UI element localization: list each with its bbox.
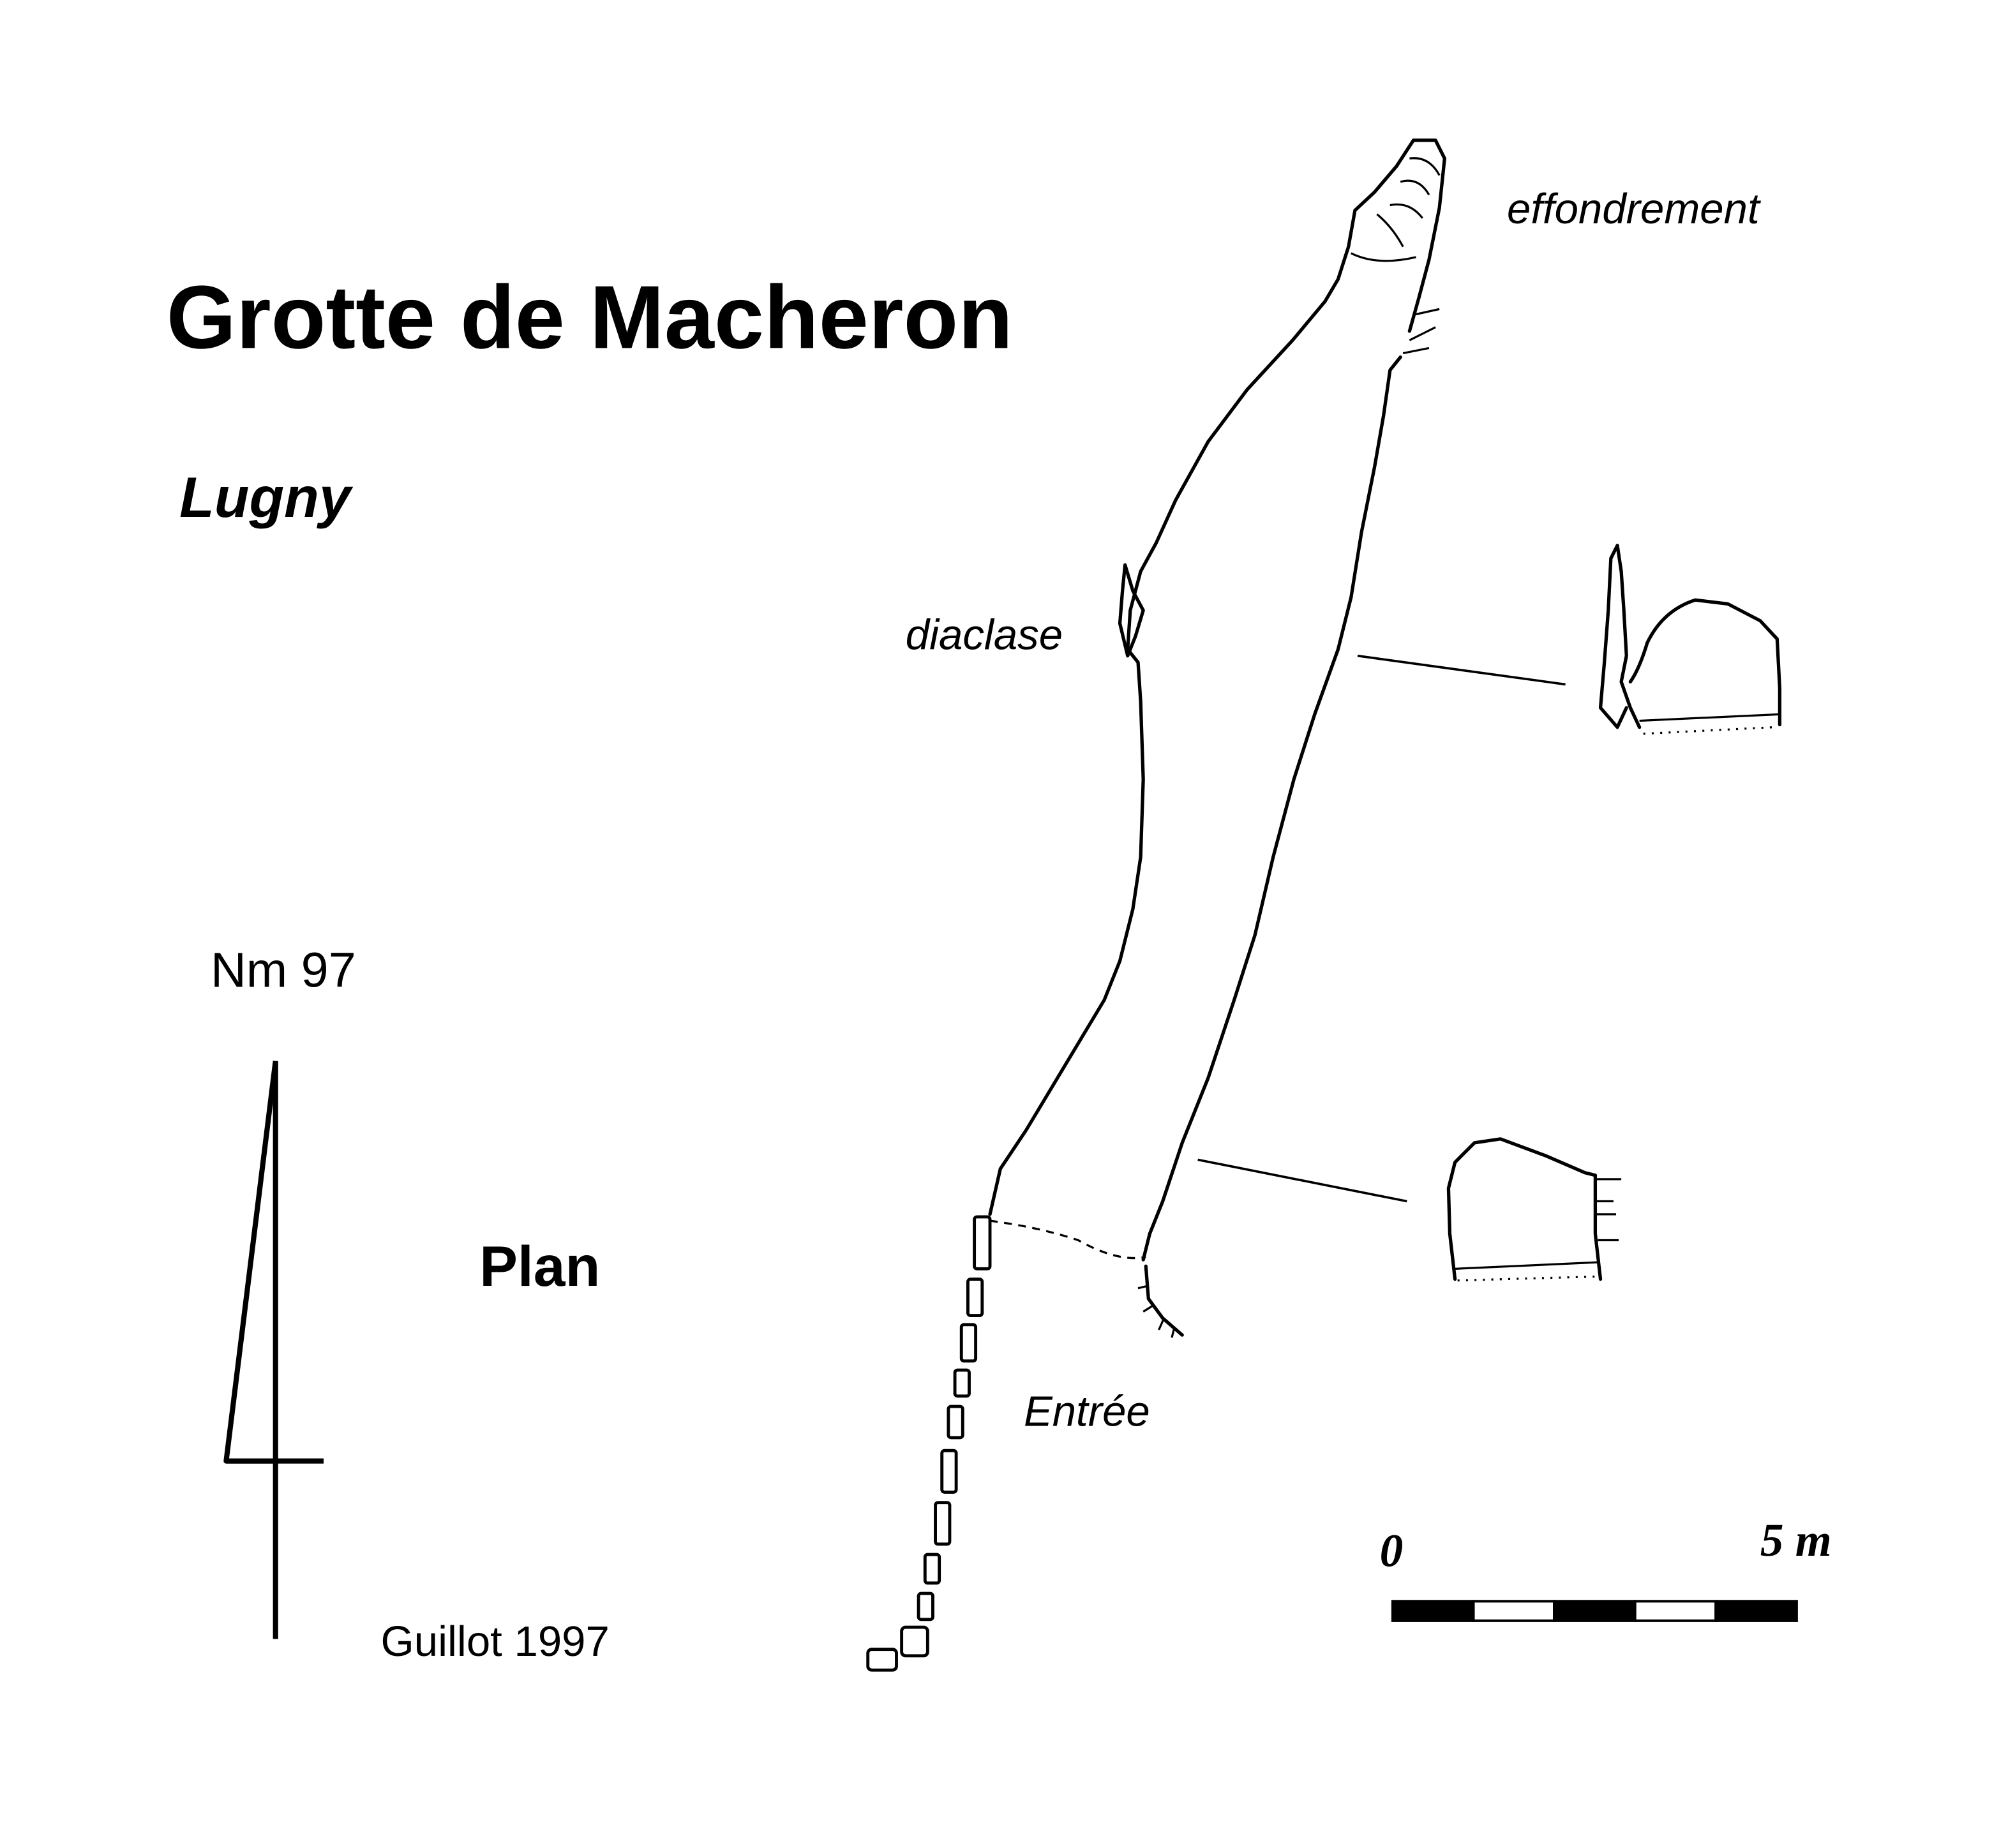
cave-right-wall [1141,355,1402,1262]
cross-section-2 [1446,1137,1622,1282]
section-line-1 [1357,654,1566,686]
scale-end-label: 5 m [1760,1514,1832,1566]
scale-segment [1553,1600,1637,1622]
entrance-path-stones [866,1215,992,1672]
north-label: Nm 97 [211,943,356,998]
scale-segment [1714,1600,1798,1622]
scale-start-label: 0 [1380,1524,1404,1576]
entrance-dripline [989,1219,1146,1260]
cave-right-wall-upper [1407,156,1446,333]
scale-bar: 0 5 m [1380,1514,1832,1622]
author-label: Guillot 1997 [381,1618,610,1665]
scale-segment [1391,1600,1475,1622]
fissure-annotation: diaclase [906,611,1063,659]
cave-left-wall [988,138,1446,1216]
cross-section-1 [1598,544,1782,735]
scale-segment [1633,1600,1718,1622]
scale-segment [1472,1600,1556,1622]
view-label: Plan [479,1234,600,1298]
collapse-annotation: effondrement [1507,185,1761,233]
cave-plan [866,138,1446,1672]
entrance-slope [1144,1264,1184,1337]
map-title: Grotte de Macheron [167,267,1013,367]
slope-ticks [1137,1285,1176,1338]
diaclase-fissure [1118,563,1145,658]
north-arrow-icon [223,1061,324,1639]
entrance-annotation: Entrée [1024,1388,1150,1436]
collapse-hatching [1351,157,1441,355]
section-line-2 [1197,1158,1407,1203]
locality-label: Lugny [179,465,354,529]
